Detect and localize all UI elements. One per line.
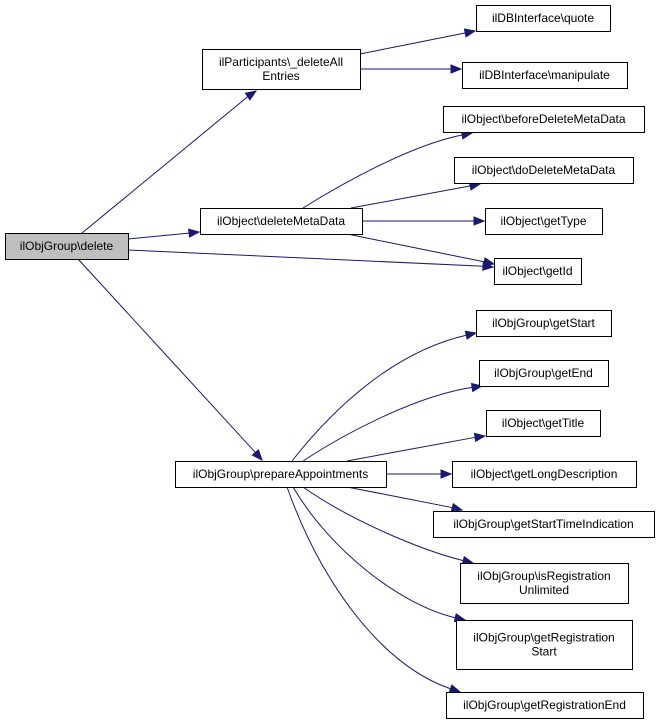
arrowhead-icon (464, 330, 478, 340)
edge-deleteAllEntries-to-quote (359, 32, 467, 55)
node-label: ilDBInterface\manipulate (479, 68, 610, 82)
arrowhead-icon (188, 228, 201, 238)
edge-prepareAppointments-to-getEnd (302, 386, 474, 462)
arrowhead-icon (473, 216, 486, 226)
node-box[interactable] (433, 511, 655, 538)
node-label: Unlimited (519, 583, 569, 597)
node-box[interactable] (454, 157, 634, 184)
node-beforeDeleteMetaData[interactable]: ilObject\beforeDeleteMetaData (443, 106, 645, 133)
node-getStart[interactable]: ilObjGroup\getStart (476, 310, 612, 337)
node-getType[interactable]: ilObject\getType (485, 208, 603, 235)
node-box[interactable] (200, 208, 363, 235)
node-box[interactable] (476, 310, 612, 337)
node-label: ilObjGroup\getRegistrationEnd (463, 698, 626, 712)
arrowhead-icon (473, 432, 487, 443)
node-getLongDescription[interactable]: ilObject\getLongDescription (452, 461, 637, 488)
edge-prepareAppointments-to-getRegistrationStart (292, 486, 457, 619)
node-label: ilObjGroup\getStartTimeIndication (453, 517, 633, 531)
node-getId[interactable]: ilObject\getId (494, 258, 582, 285)
node-box[interactable] (446, 692, 644, 719)
arrowhead-icon (463, 28, 477, 38)
node-box[interactable] (462, 62, 628, 89)
node-box[interactable] (175, 461, 387, 488)
edge-prepareAppointments-to-getRegistrationEnd (286, 486, 452, 690)
edge-delete-to-prepareAppointments (77, 258, 257, 454)
edge-deleteMetaData-to-doDeleteMetaData (350, 185, 472, 209)
edge-deleteMetaData-to-getId (346, 233, 486, 263)
node-box[interactable] (452, 461, 637, 488)
node-box[interactable] (202, 49, 361, 90)
edge-prepareAppointments-to-getStartTimeIndication (346, 486, 454, 509)
node-label: ilObjGroup\getRegistration (473, 631, 614, 645)
arrowhead-icon (482, 257, 496, 267)
node-label: ilObject\getLongDescription (471, 467, 618, 481)
node-label: ilObjGroup\getEnd (494, 366, 593, 380)
node-box[interactable] (460, 563, 629, 604)
node-manipulate[interactable]: ilDBInterface\manipulate (462, 62, 628, 89)
node-box[interactable] (494, 258, 582, 285)
edge-delete-to-deleteAllEntries (81, 95, 250, 234)
node-label: Start (531, 645, 557, 659)
node-label: ilObject\doDeleteMetaData (472, 163, 616, 177)
node-box[interactable] (486, 410, 601, 437)
arrowhead-icon (251, 448, 263, 462)
edge-prepareAppointments-to-getTitle (346, 436, 477, 462)
edges-layer (77, 28, 496, 694)
node-box[interactable] (479, 360, 609, 387)
edge-prepareAppointments-to-getStart (291, 334, 468, 462)
node-delete[interactable]: ilObjGroup\delete (5, 233, 129, 260)
node-getStartTimeIndication[interactable]: ilObjGroup\getStartTimeIndication (433, 511, 655, 538)
node-getTitle[interactable]: ilObject\getTitle (486, 410, 601, 437)
node-box[interactable] (476, 5, 611, 32)
node-label: ilParticipants\_deleteAll (219, 55, 343, 69)
node-label: ilObject\getType (500, 214, 586, 228)
node-getRegistrationEnd[interactable]: ilObjGroup\getRegistrationEnd (446, 692, 644, 719)
arrowhead-icon (448, 684, 462, 694)
node-label: ilObject\deleteMetaData (217, 214, 345, 228)
node-label: ilDBInterface\quote (492, 11, 594, 25)
node-getEnd[interactable]: ilObjGroup\getEnd (479, 360, 609, 387)
edge-delete-to-getId (127, 249, 485, 267)
node-label: ilObjGroup\delete (20, 239, 114, 253)
node-label: ilObjGroup\getStart (492, 316, 595, 330)
node-box[interactable] (443, 106, 645, 133)
node-box[interactable] (5, 233, 129, 260)
arrowhead-icon (450, 64, 463, 74)
edge-delete-to-deleteMetaData (127, 232, 191, 240)
node-deleteMetaData[interactable]: ilObject\deleteMetaData (200, 208, 363, 235)
edge-deleteMetaData-to-beforeDeleteMetaData (302, 134, 464, 209)
node-box[interactable] (456, 620, 633, 670)
node-label: ilObjGroup\isRegistration (477, 569, 610, 583)
node-box[interactable] (485, 208, 603, 235)
arrowhead-icon (450, 502, 464, 513)
node-label: ilObjGroup\prepareAppointments (193, 467, 368, 481)
edge-prepareAppointments-to-isRegistrationUnlimited (302, 486, 465, 562)
node-label: ilObject\getTitle (502, 416, 585, 430)
node-prepareAppointments[interactable]: ilObjGroup\prepareAppointments (175, 461, 387, 488)
node-label: ilObject\getId (502, 264, 572, 278)
node-doDeleteMetaData[interactable]: ilObject\doDeleteMetaData (454, 157, 634, 184)
node-quote[interactable]: ilDBInterface\quote (476, 5, 611, 32)
arrowhead-icon (440, 469, 453, 479)
node-label: ilObject\beforeDeleteMetaData (461, 112, 625, 126)
arrowhead-icon (244, 90, 258, 101)
node-label: Entries (262, 69, 299, 83)
nodes-layer: ilObjGroup\delete ilParticipants\_deleteA… (5, 5, 655, 719)
